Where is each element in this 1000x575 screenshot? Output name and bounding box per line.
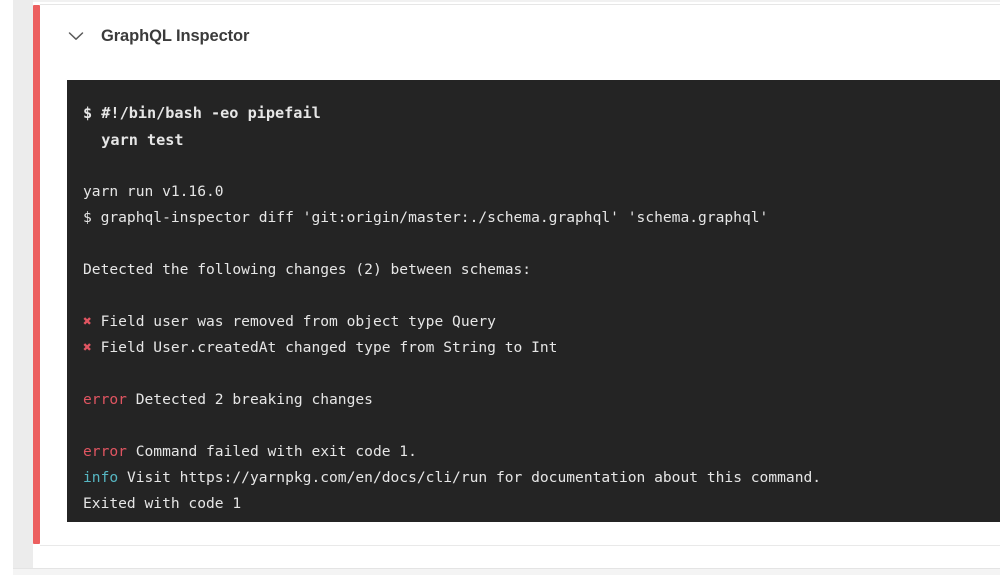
log-token-error: error [83, 443, 127, 460]
log-line: info Visit https://yarnpkg.com/en/docs/c… [83, 465, 1000, 491]
log-token-plain: yarn run v1.16.0 [83, 183, 224, 200]
log-token-plain: Command failed with exit code 1. [126, 443, 417, 460]
chevron-down-icon[interactable] [63, 23, 89, 49]
log-token-error: error [83, 391, 127, 408]
log-token-plain: Field User.createdAt changed type from S… [91, 339, 558, 356]
log-line [83, 361, 1000, 387]
log-token-info: info [83, 469, 119, 486]
log-token-plain: $ #!/bin/bash -eo pipefail [83, 104, 321, 122]
log-line: error Command failed with exit code 1. [83, 439, 1000, 465]
log-line: Exited with code 1 [83, 491, 1000, 517]
step-header[interactable]: GraphQL Inspector [63, 20, 249, 52]
step-failure-accent-bar [33, 5, 40, 544]
log-line [83, 413, 1000, 439]
log-line: ✖ Field User.createdAt changed type from… [83, 335, 1000, 361]
log-token-plain: Exited with code 1 [83, 495, 242, 512]
step-title: GraphQL Inspector [101, 26, 250, 45]
log-token-plain: Field user was removed from object type … [91, 313, 496, 330]
page-bottom-divider [13, 568, 1000, 569]
page-bottom-fill [13, 569, 1000, 575]
log-line: Detected the following changes (2) betwe… [83, 257, 1000, 283]
gutter-shade [13, 0, 33, 575]
log-token-plain: Visit https://yarnpkg.com/en/docs/cli/ru… [118, 469, 822, 486]
log-line: $ graphql-inspector diff 'git:origin/mas… [83, 205, 1000, 231]
log-line: $ #!/bin/bash -eo pipefail [83, 100, 1000, 127]
log-line-list: $ #!/bin/bash -eo pipefail yarn test yar… [83, 100, 1000, 517]
log-line: yarn test [83, 127, 1000, 154]
card-bottom-divider [40, 545, 1000, 546]
log-line: error Detected 2 breaking changes [83, 387, 1000, 413]
log-line [83, 283, 1000, 309]
log-token-plain: yarn test [83, 130, 184, 149]
step-log-output[interactable]: $ #!/bin/bash -eo pipefail yarn test yar… [67, 80, 1000, 522]
log-line [83, 153, 1000, 179]
log-line [83, 231, 1000, 257]
left-gutter [0, 0, 13, 575]
log-token-plain: Detected the following changes (2) betwe… [83, 261, 532, 278]
log-token-plain: $ graphql-inspector diff 'git:origin/mas… [83, 209, 769, 226]
log-token-cross: ✖ [83, 313, 92, 330]
log-token-plain: Detected 2 breaking changes [126, 391, 373, 408]
log-line: yarn run v1.16.0 [83, 179, 1000, 205]
build-step-card: GraphQL Inspector $ #!/bin/bash -eo pipe… [33, 2, 1000, 568]
card-top-divider [40, 4, 1000, 5]
log-line: ✖ Field user was removed from object typ… [83, 309, 1000, 335]
log-token-cross: ✖ [83, 339, 92, 356]
